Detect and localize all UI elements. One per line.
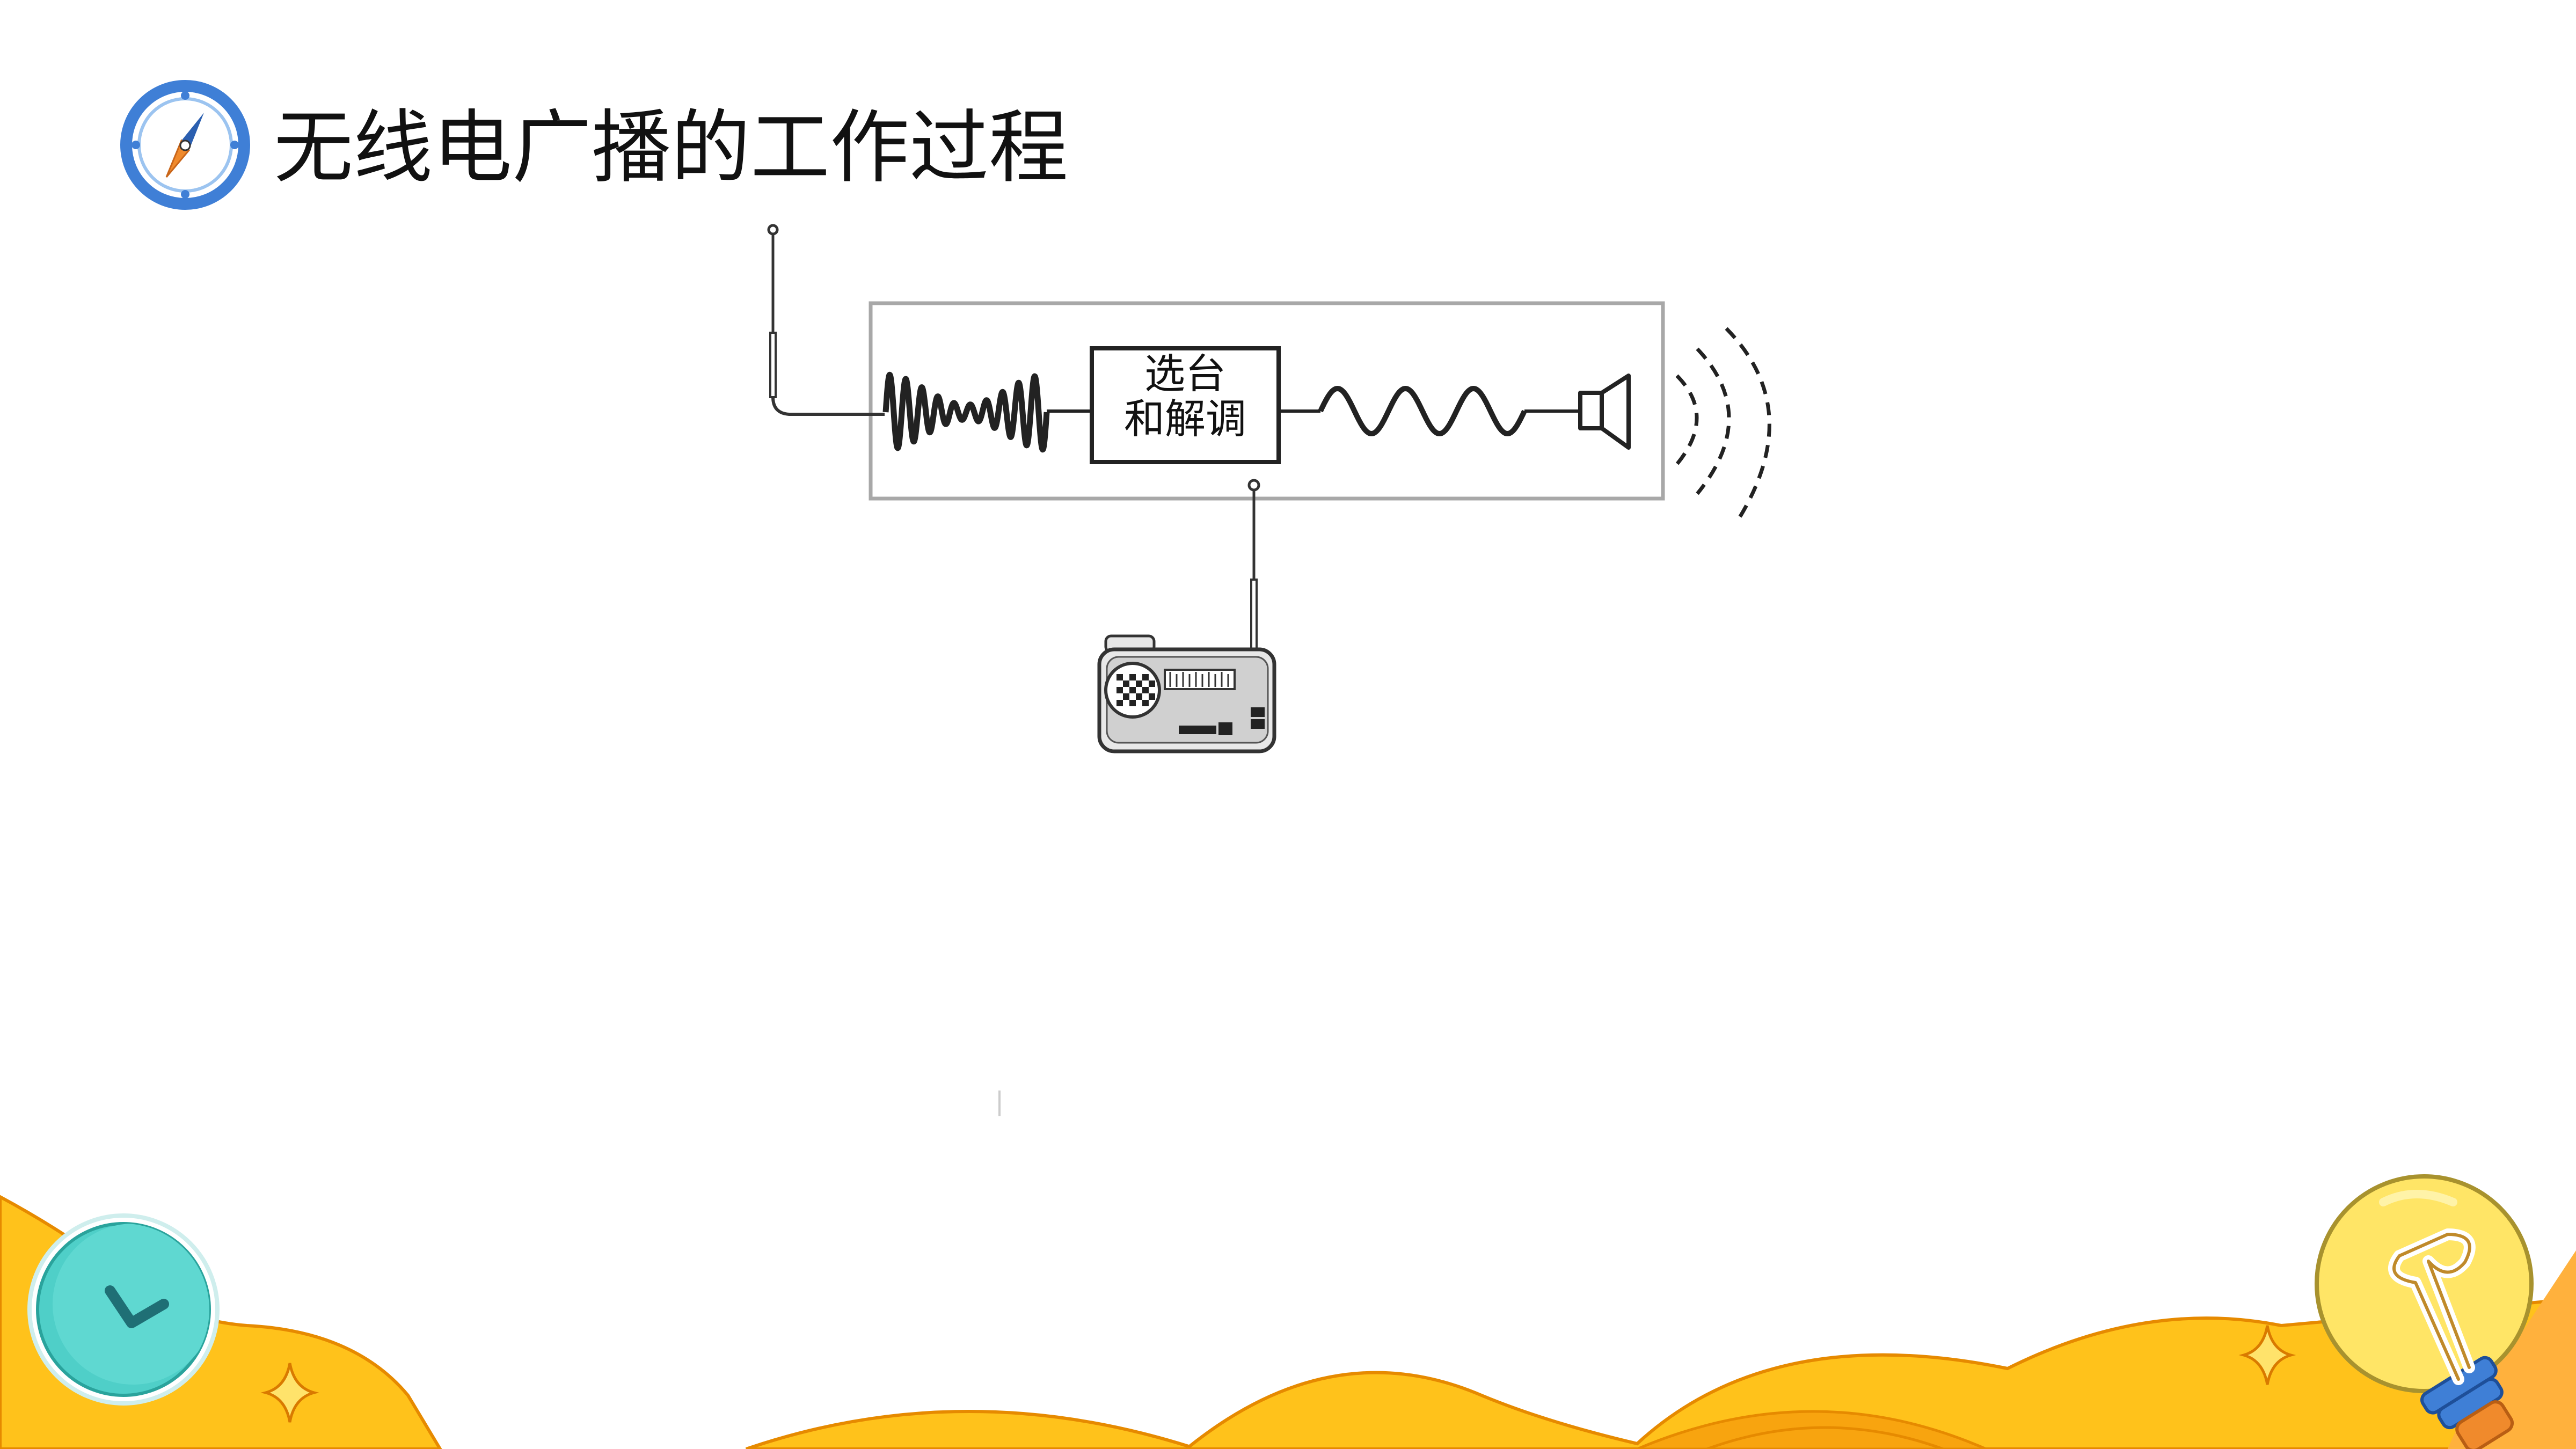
radio-frequency-wave bbox=[882, 371, 1050, 453]
wave-center-left bbox=[746, 1410, 1198, 1449]
bottom-decoration bbox=[0, 1174, 2576, 1449]
tuning-demodulation-block bbox=[1090, 346, 1281, 464]
wave-inner-a bbox=[1637, 1410, 1987, 1449]
receiver-frame bbox=[869, 301, 1665, 501]
tuning-demodulation-label: 选台 和解调 bbox=[1092, 352, 1279, 442]
compass-icon bbox=[120, 80, 250, 210]
light-bulb-icon bbox=[2315, 1174, 2576, 1449]
sparkle-icon bbox=[2238, 1325, 2296, 1385]
clock-icon bbox=[27, 1213, 220, 1406]
block-label-line-1: 选台 bbox=[1144, 350, 1226, 398]
sound-waves bbox=[1675, 327, 1771, 523]
wave-inner-b bbox=[1706, 1426, 1944, 1449]
block-label-line-2: 和解调 bbox=[1124, 395, 1246, 443]
radio-receiver bbox=[1097, 479, 1276, 753]
wave-center bbox=[1184, 1297, 2576, 1449]
audio-wave bbox=[1318, 385, 1527, 437]
receiving-antenna bbox=[767, 224, 885, 416]
receiver-diagram bbox=[767, 224, 1771, 1116]
speaker-icon bbox=[1578, 374, 1631, 450]
sparkle-icon bbox=[260, 1363, 319, 1423]
page-title: 无线电广播的工作过程 bbox=[274, 101, 1068, 194]
